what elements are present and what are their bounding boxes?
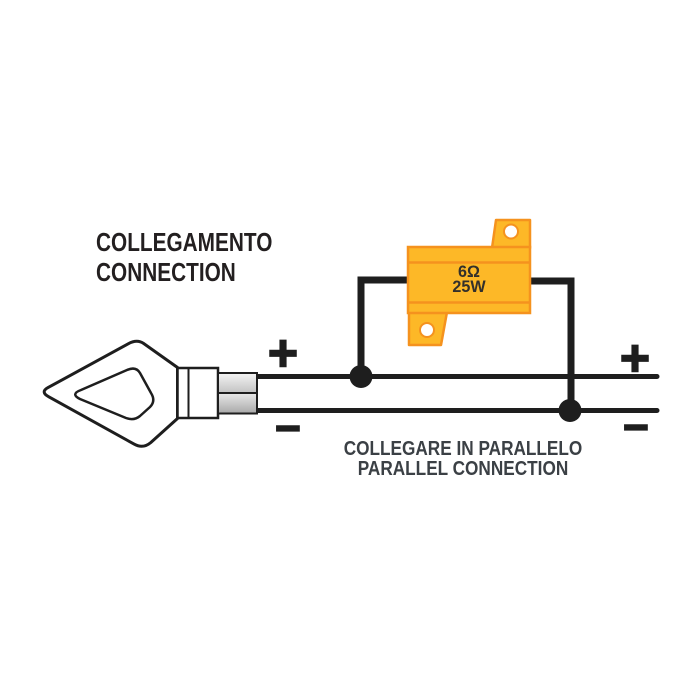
junction-dot-negative [558, 399, 582, 422]
plus-sign-icon: + [618, 335, 652, 381]
heading-line-italian: COLLEGAMENTO [96, 227, 273, 257]
load-resistor-icon [406, 218, 532, 347]
turn-signal-indicator-icon [42, 339, 258, 448]
minus-sign-icon: − [622, 407, 651, 447]
resistor-power-value: 25W [452, 277, 486, 296]
resistor-label: 6Ω 25W [408, 262, 530, 296]
junction-dot-positive [349, 365, 373, 388]
heading-line-english: CONNECTION [96, 257, 236, 287]
indicator-stem [176, 366, 220, 420]
indicator-connector-lower [217, 392, 258, 415]
caption-line-english: PARALLEL CONNECTION [357, 458, 569, 480]
indicator-connector-upper [217, 372, 258, 394]
connection-heading: COLLEGAMENTO CONNECTION [96, 227, 317, 287]
resistor-mount-hole-bottom [419, 322, 435, 338]
resistor-branch-left-wire [357, 276, 412, 374]
caption-line-italian: COLLEGARE IN PARALLELO [343, 438, 583, 460]
indicator-inner-lens [74, 367, 155, 421]
minus-sign-icon: − [274, 408, 303, 448]
resistor-branch-right-wire [526, 277, 575, 408]
parallel-connection-caption: COLLEGARE IN PARALLELO PARALLEL CONNECTI… [283, 439, 643, 479]
plus-sign-icon: + [266, 330, 300, 376]
resistor-mount-hole-top [503, 223, 519, 240]
resistor-resistance-value: 6Ω [458, 262, 480, 281]
